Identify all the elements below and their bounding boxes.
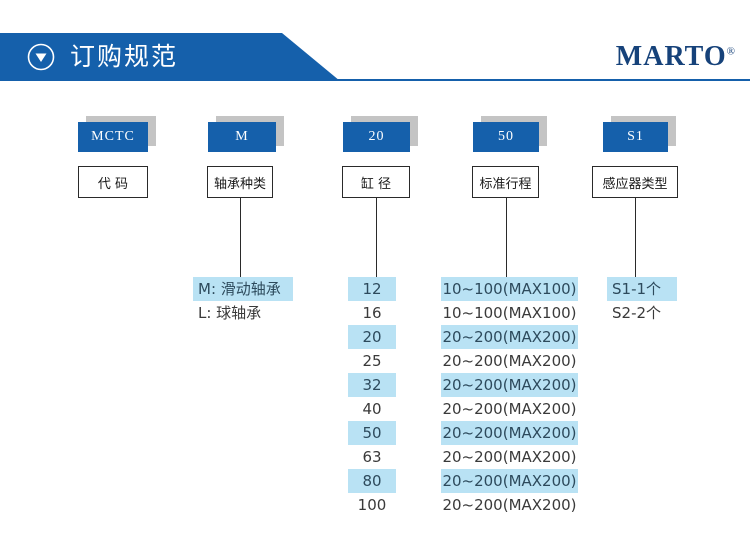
option-list: 12 16 20 25 32 40 50 63 80 100 xyxy=(348,277,396,517)
list-item[interactable]: 100 xyxy=(357,496,387,514)
list-item[interactable]: S1-1个 xyxy=(607,277,677,301)
code-box-group: MCTC xyxy=(78,116,158,158)
list-item[interactable]: 20~200(MAX200) xyxy=(442,400,577,418)
code-box[interactable]: M xyxy=(208,122,276,152)
page-title: 订购规范 xyxy=(70,42,179,71)
list-item[interactable]: 20~200(MAX200) xyxy=(441,373,578,397)
connector-line xyxy=(376,198,377,277)
circle-down-triangle-icon xyxy=(27,43,55,71)
list-item[interactable]: 80 xyxy=(348,469,396,493)
list-item[interactable]: 32 xyxy=(348,373,396,397)
list-item[interactable]: 20~200(MAX200) xyxy=(441,421,578,445)
spec-column: M xyxy=(208,116,286,158)
code-box[interactable]: 20 xyxy=(343,122,410,152)
list-item[interactable]: S2-2个 xyxy=(612,304,662,322)
field-label-box[interactable]: 轴承种类 xyxy=(207,166,273,198)
spec-column: 20 xyxy=(343,116,420,158)
option-list: 10~100(MAX100) 10~100(MAX100) 20~200(MAX20… xyxy=(441,277,578,517)
field-label-box[interactable]: 缸 径 xyxy=(342,166,410,198)
list-item[interactable]: 20 xyxy=(348,325,396,349)
field-label-box[interactable]: 感应器类型 xyxy=(592,166,678,198)
list-item[interactable]: 12 xyxy=(348,277,396,301)
code-box[interactable]: MCTC xyxy=(78,122,148,152)
field-label-box[interactable]: 标准行程 xyxy=(472,166,539,198)
connector-line xyxy=(506,198,507,277)
header-rule xyxy=(320,79,750,81)
list-item[interactable]: 10~100(MAX100) xyxy=(442,304,577,322)
list-item[interactable]: 20~200(MAX200) xyxy=(441,469,578,493)
list-item[interactable]: 25 xyxy=(362,352,382,370)
list-item[interactable]: 10~100(MAX100) xyxy=(441,277,578,301)
code-box-group: M xyxy=(208,116,286,158)
list-item[interactable]: 20~200(MAX200) xyxy=(441,325,578,349)
list-item[interactable]: 63 xyxy=(362,448,382,466)
registered-trademark-icon: ® xyxy=(726,45,736,58)
spec-column: 50 xyxy=(473,116,549,158)
code-box-group: S1 xyxy=(603,116,678,158)
list-item[interactable]: 50 xyxy=(348,421,396,445)
list-item[interactable]: 16 xyxy=(362,304,382,322)
brand-logo-text: MARTO xyxy=(615,41,727,72)
list-item[interactable]: L: 球轴承 xyxy=(198,304,262,322)
field-label-box[interactable]: 代 码 xyxy=(78,166,148,198)
code-box[interactable]: 50 xyxy=(473,122,539,152)
connector-line xyxy=(635,198,636,277)
code-box-group: 50 xyxy=(473,116,549,158)
spec-column: MCTC xyxy=(78,116,158,158)
list-item[interactable]: M: 滑动轴承 xyxy=(193,277,293,301)
brand-logo: MARTO® xyxy=(616,41,736,73)
list-item[interactable]: 20~200(MAX200) xyxy=(442,448,577,466)
header-banner-shape xyxy=(0,33,340,81)
code-box[interactable]: S1 xyxy=(603,122,668,152)
code-box-group: 20 xyxy=(343,116,420,158)
option-list: S1-1个 S2-2个 xyxy=(607,277,677,325)
list-item[interactable]: 20~200(MAX200) xyxy=(442,352,577,370)
list-item[interactable]: 40 xyxy=(362,400,382,418)
connector-line xyxy=(240,198,241,277)
list-item[interactable]: 20~200(MAX200) xyxy=(442,496,577,514)
spec-column: S1 xyxy=(603,116,678,158)
page-header: 订购规范 MARTO® xyxy=(0,0,750,100)
option-list: M: 滑动轴承 L: 球轴承 xyxy=(193,277,293,325)
